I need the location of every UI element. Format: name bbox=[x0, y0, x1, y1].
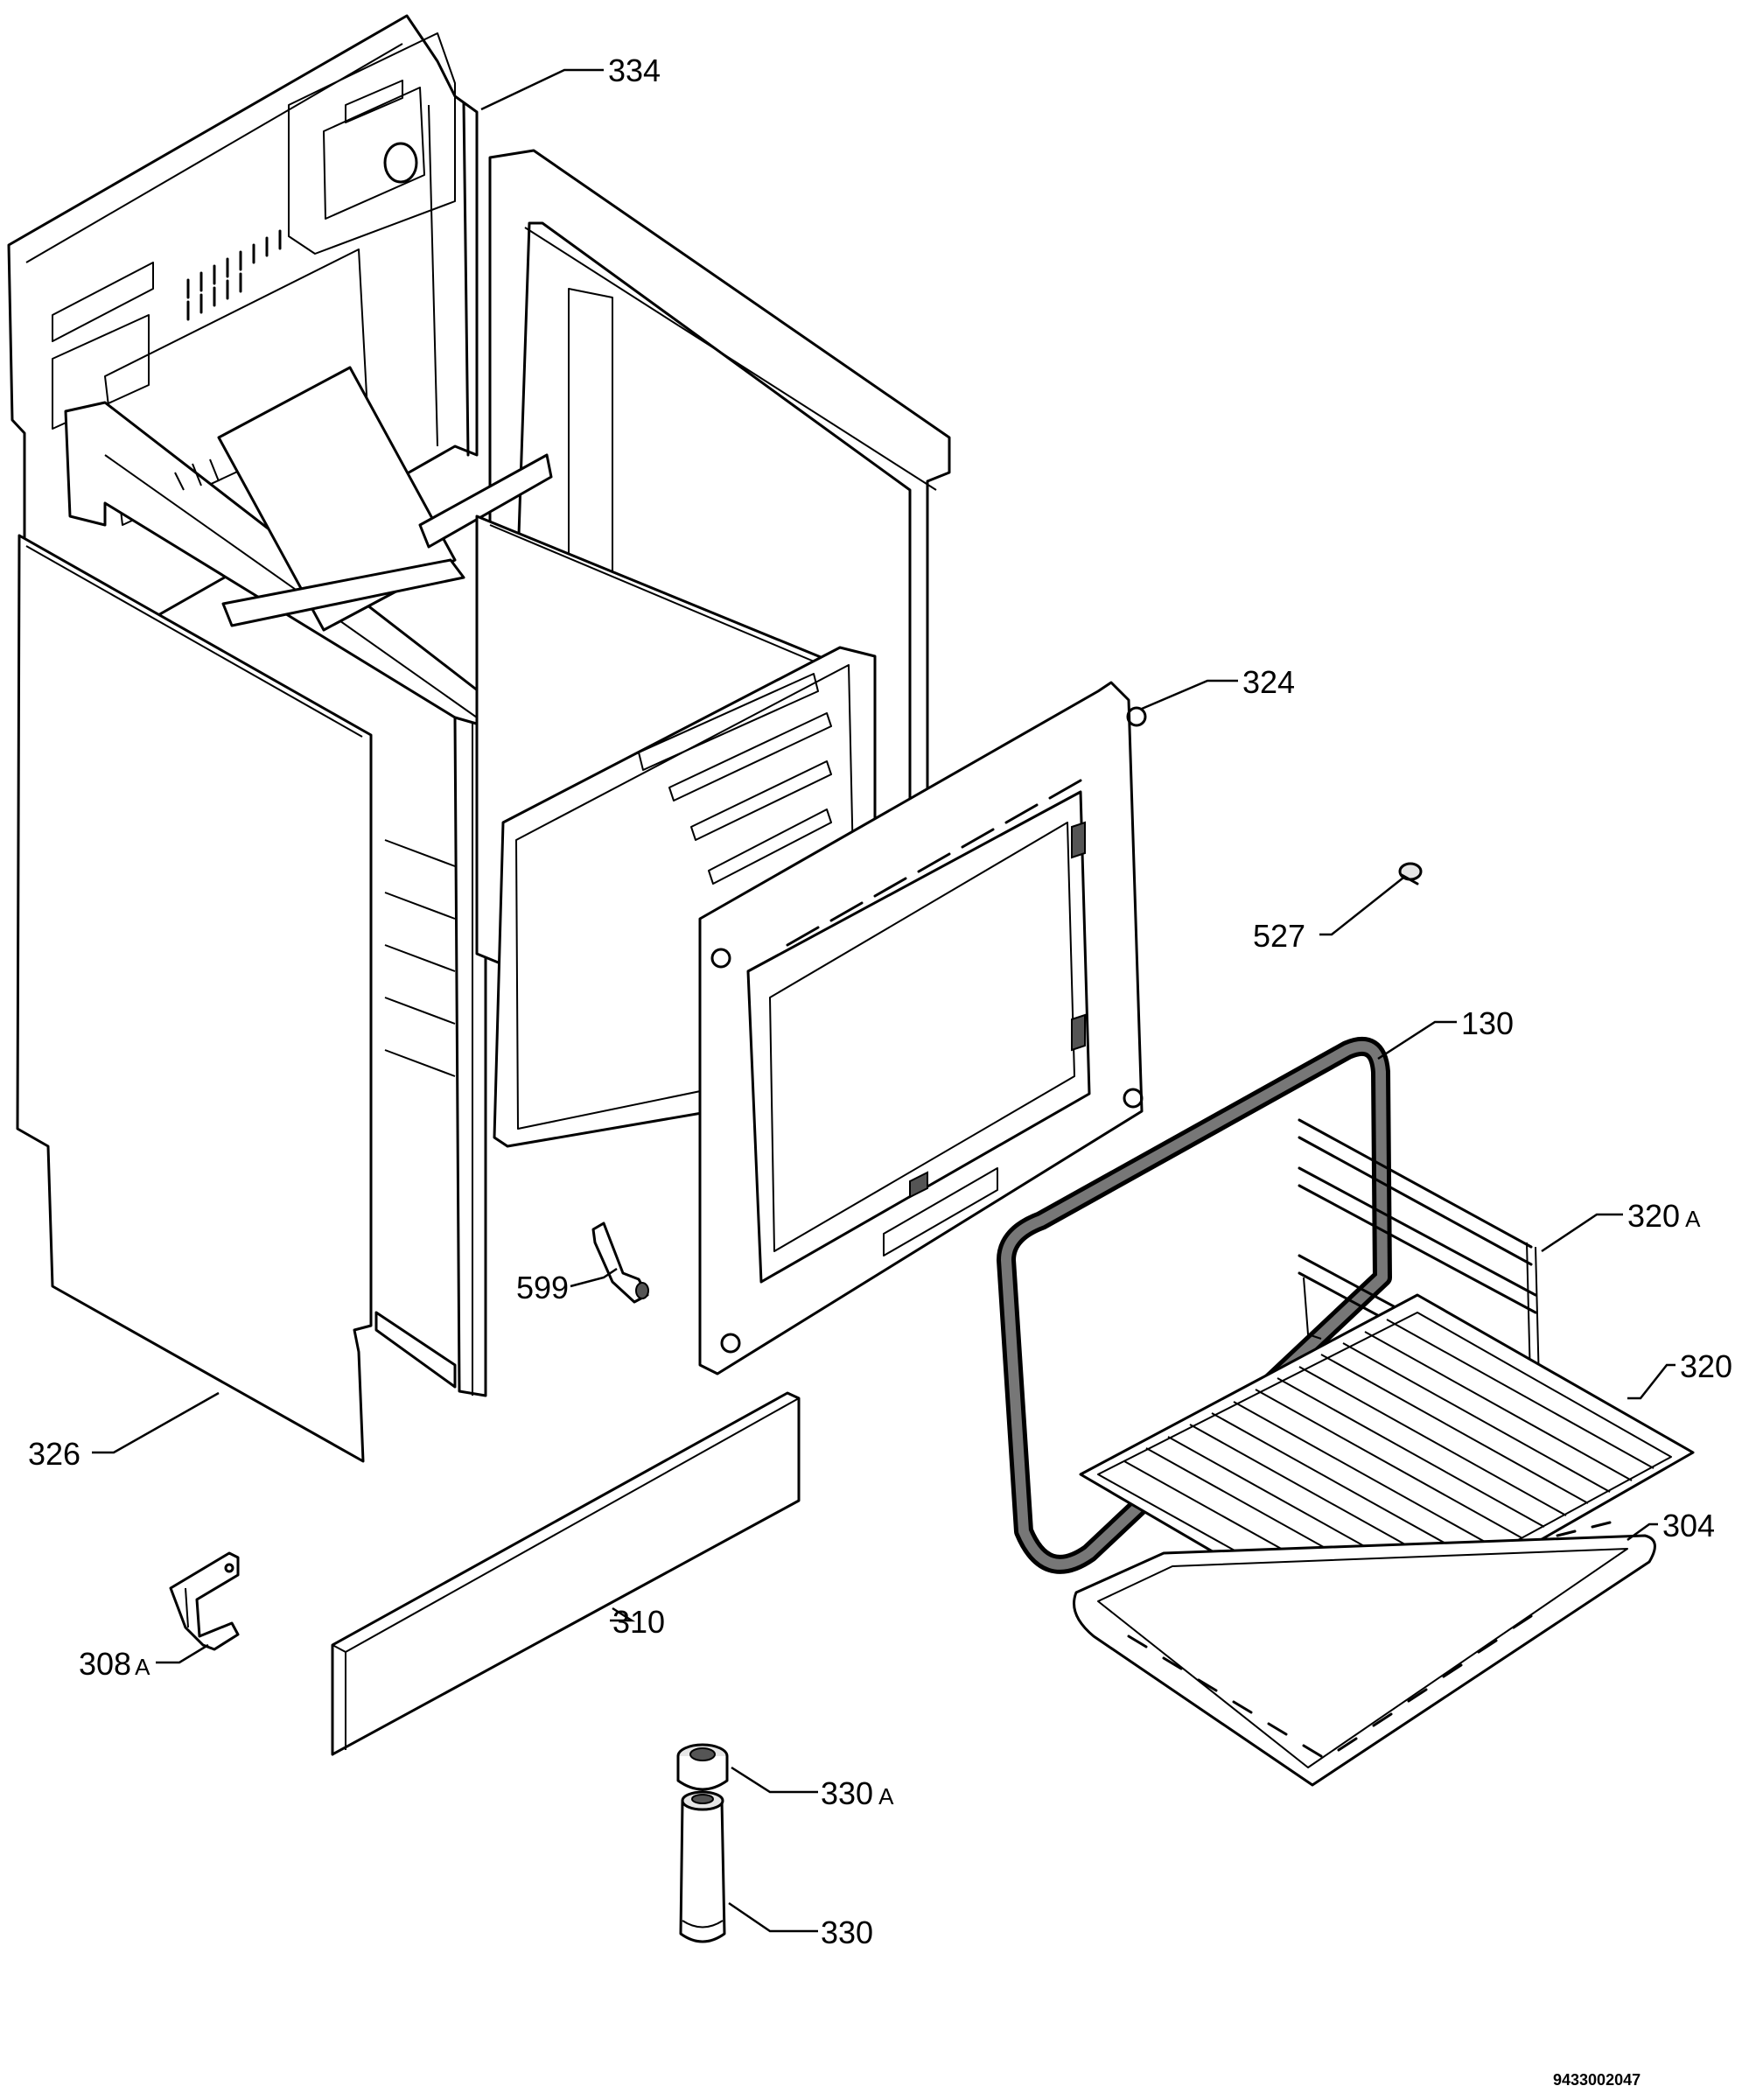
front-frame-slots bbox=[786, 779, 1082, 947]
label-308A-suffix: A bbox=[135, 1654, 150, 1680]
part-527-screw bbox=[1398, 862, 1423, 886]
tray-rim-dashes bbox=[1127, 1521, 1612, 1758]
label-304: 304 bbox=[1662, 1508, 1715, 1544]
part-324-front-frame bbox=[698, 681, 1147, 1376]
shelf-wires bbox=[1123, 1319, 1655, 1611]
label-130: 130 bbox=[1461, 1005, 1514, 1041]
label-320A-number: 320 bbox=[1627, 1198, 1680, 1234]
leader-304 bbox=[1627, 1522, 1658, 1542]
leader-lines bbox=[92, 68, 1676, 1933]
part-334-back-panel bbox=[7, 14, 479, 693]
label-324: 324 bbox=[1242, 664, 1295, 700]
label-330A-suffix: A bbox=[878, 1783, 894, 1810]
part-310-kick-plate bbox=[331, 1391, 801, 1756]
leader-330 bbox=[728, 1901, 818, 1933]
vent-slots bbox=[186, 229, 282, 321]
part-304-baking-tray bbox=[1073, 1521, 1656, 1787]
part-330A-foot-cap bbox=[676, 1743, 729, 1791]
part-308A-bracket bbox=[169, 1551, 240, 1651]
label-334: 334 bbox=[608, 52, 661, 88]
part-130-door-gasket bbox=[997, 1037, 1392, 1574]
leader-310 bbox=[610, 1606, 636, 1622]
leader-320 bbox=[1627, 1363, 1676, 1400]
label-320: 320 bbox=[1680, 1348, 1732, 1384]
leader-599 bbox=[570, 1267, 618, 1288]
part-330-foot bbox=[679, 1790, 726, 1943]
leader-320A bbox=[1541, 1213, 1623, 1253]
label-330: 330 bbox=[821, 1914, 873, 1950]
label-310: 310 bbox=[612, 1604, 665, 1640]
leader-334 bbox=[480, 68, 604, 111]
leader-324 bbox=[1141, 679, 1238, 710]
document-number: 9433002047 bbox=[1553, 2071, 1641, 2089]
label-330A-number: 330 bbox=[821, 1775, 873, 1811]
part-599-clip bbox=[591, 1222, 649, 1304]
leader-326 bbox=[92, 1391, 220, 1454]
part-326-side-panel bbox=[16, 534, 373, 1463]
leader-330A bbox=[731, 1766, 818, 1794]
label-320A-suffix: A bbox=[1685, 1206, 1701, 1232]
label-527: 527 bbox=[1253, 918, 1305, 954]
leader-130 bbox=[1377, 1020, 1457, 1060]
leader-308A bbox=[156, 1643, 209, 1664]
label-326: 326 bbox=[28, 1436, 80, 1472]
label-308A-number: 308 bbox=[79, 1646, 131, 1682]
leader-527 bbox=[1319, 877, 1404, 936]
label-599: 599 bbox=[516, 1270, 569, 1306]
